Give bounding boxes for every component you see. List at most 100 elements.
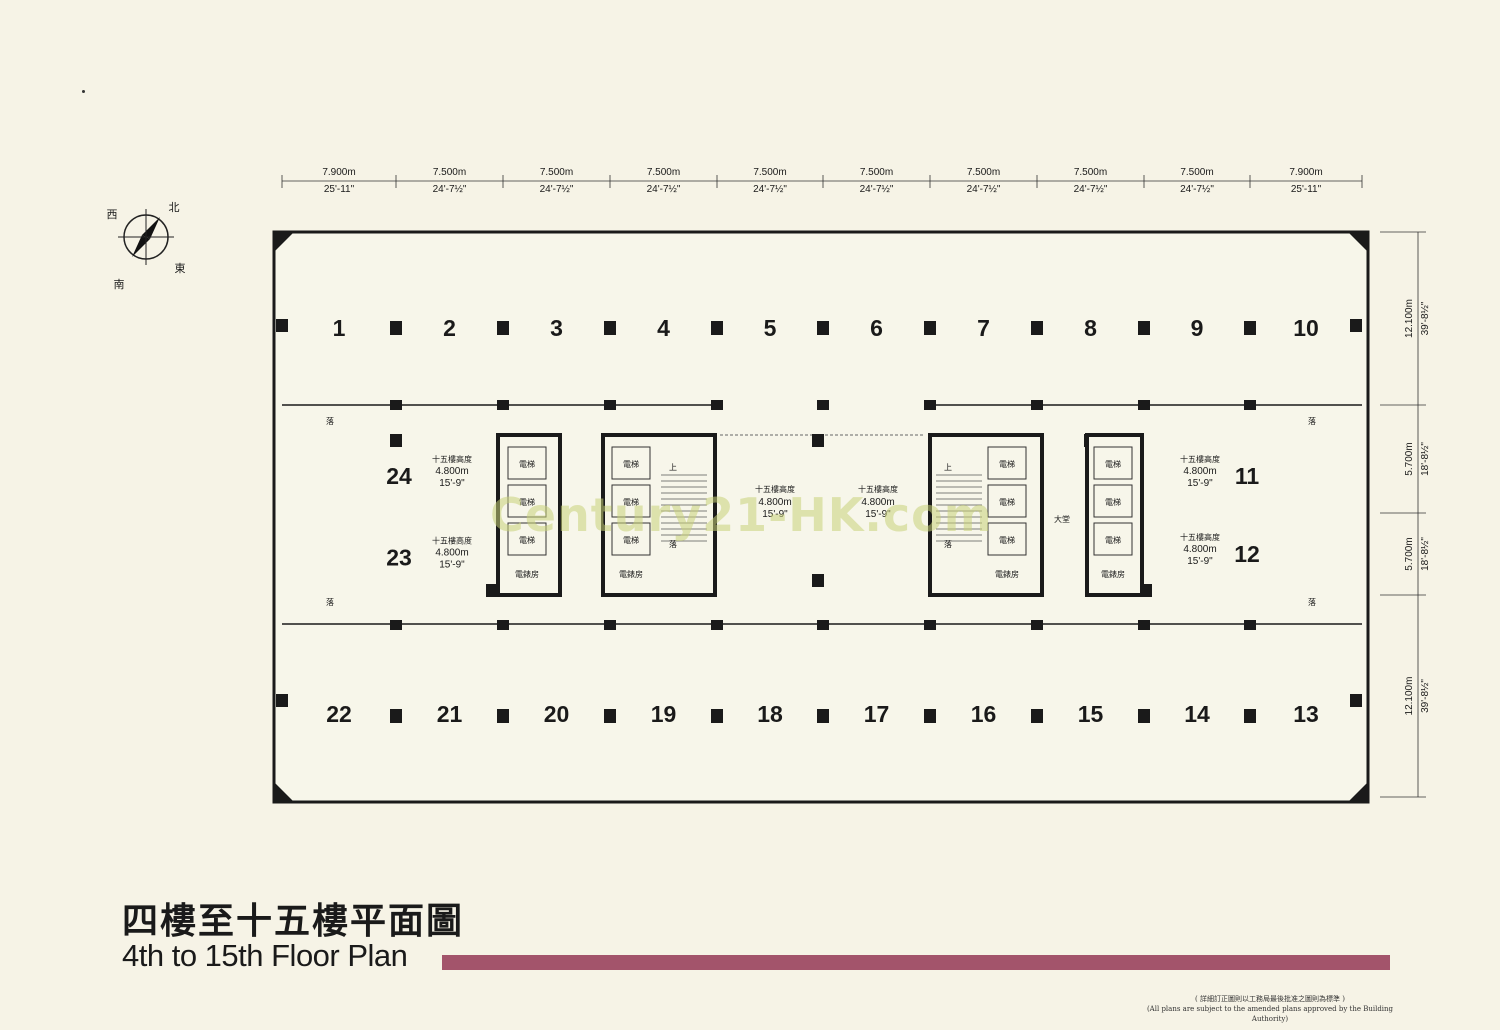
lift-core [601, 433, 717, 597]
unit-label-9: 9 [1191, 315, 1204, 341]
elec-room-label: 電錶房 [515, 569, 539, 579]
structural-column [711, 400, 723, 410]
lift-label: 電梯 [519, 497, 535, 507]
ink-dot [82, 90, 85, 93]
compass-north-label: 北 [169, 201, 180, 214]
dimension-ft: 25'-11" [1291, 184, 1322, 195]
ceiling-note-m: 4.800m [1183, 466, 1216, 477]
lift-shaft [611, 484, 651, 518]
structural-column [711, 321, 723, 335]
unit-label-8: 8 [1084, 315, 1097, 341]
structural-column [817, 620, 829, 630]
unit-label-16: 16 [971, 701, 997, 727]
ceiling-note-m: 4.800m [1183, 544, 1216, 555]
unit-label-22: 22 [326, 701, 352, 727]
unit-label-24: 24 [386, 463, 412, 489]
elec-room-label: 電錶房 [995, 569, 1019, 579]
structural-column [497, 709, 509, 723]
dimension-ft: 24'-7½" [540, 184, 574, 195]
unit-label-18: 18 [757, 701, 783, 727]
lift-label: 電梯 [623, 497, 639, 507]
dimension-ft: 18'-8½" [1420, 442, 1431, 476]
dimension-ft: 24'-7½" [967, 184, 1001, 195]
structural-column [497, 400, 509, 410]
ceiling-note-ft: 15'-9" [1187, 478, 1213, 489]
structural-column [497, 620, 509, 630]
structural-column [924, 400, 936, 410]
structural-column [604, 321, 616, 335]
unit-label-17: 17 [864, 701, 890, 727]
ceiling-note-m: 4.800m [758, 497, 791, 508]
structural-column [390, 400, 402, 410]
structural-column [604, 620, 616, 630]
lift-shaft [507, 522, 547, 556]
lift-shaft [1093, 446, 1133, 480]
compass-west-label: 西 [107, 208, 118, 221]
structural-column [276, 694, 288, 707]
structural-column [1138, 620, 1150, 630]
footnote-chinese: ( 詳細訂正圖則以工務局最後批准之圖則為標準 ) [1195, 995, 1345, 1003]
lift-shaft [987, 484, 1027, 518]
lift-shaft [987, 446, 1027, 480]
lift-shaft [611, 446, 651, 480]
ceiling-note-ft: 15'-9" [439, 478, 465, 489]
ceiling-note-cn: 十五樓高度 [432, 536, 472, 546]
structural-column [1138, 709, 1150, 723]
dimension-ft: 24'-7½" [1180, 184, 1214, 195]
lift-label: 電梯 [999, 459, 1015, 469]
dimension-ft: 24'-7½" [433, 184, 467, 195]
structural-column [390, 620, 402, 630]
structural-column [1244, 620, 1256, 630]
structural-column [1031, 709, 1043, 723]
unit-label-21: 21 [437, 701, 463, 727]
unit-label-5: 5 [764, 315, 777, 341]
dimension-m: 5.700m [1404, 442, 1415, 475]
stair-up-label: 上 [669, 463, 677, 472]
structural-column [817, 400, 829, 410]
structural-column [1138, 321, 1150, 335]
unit-label-23: 23 [386, 545, 412, 571]
corner-column [1348, 232, 1368, 252]
ceiling-note-ft: 15'-9" [865, 509, 891, 520]
lift-label: 電梯 [623, 459, 639, 469]
lift-label: 電梯 [999, 535, 1015, 545]
dimension-m: 7.500m [967, 167, 1000, 178]
footnote-english: (All plans are subject to the amended pl… [1146, 1005, 1394, 1023]
dimension-m: 7.500m [433, 167, 466, 178]
ceiling-note-cn: 十五樓高度 [432, 454, 472, 464]
lift-shaft [611, 522, 651, 556]
dimension-m: 7.900m [322, 167, 355, 178]
dimension-ft: 39'-8½" [1420, 679, 1431, 713]
lobby-label: 大堂 [1054, 514, 1070, 524]
compass-needle-north [142, 217, 160, 239]
unit-label-6: 6 [870, 315, 883, 341]
lift-label: 電梯 [1105, 459, 1121, 469]
structural-column [390, 709, 402, 723]
ceiling-note-ft: 15'-9" [1187, 556, 1213, 567]
stair-down-label: 落 [669, 539, 677, 549]
structural-column [812, 574, 824, 587]
ceiling-note-ft: 15'-9" [439, 560, 465, 571]
dimension-m: 7.900m [1289, 167, 1322, 178]
stair-up-label: 上 [944, 463, 952, 472]
dimension-m: 7.500m [860, 167, 893, 178]
stair-down-label: 落 [944, 539, 952, 549]
structural-column [924, 620, 936, 630]
ceiling-note-cn: 十五樓高度 [858, 484, 898, 494]
page-title-chinese: 四樓至十五樓平面圖 [122, 900, 465, 942]
structural-column [1350, 694, 1362, 707]
dimension-m: 7.500m [1074, 167, 1107, 178]
unit-label-19: 19 [651, 701, 677, 727]
ceiling-note-cn: 十五樓高度 [1180, 532, 1220, 542]
elec-room-label: 電錶房 [1101, 569, 1125, 579]
dimension-m: 12.100m [1404, 299, 1415, 338]
dimension-ft: 24'-7½" [1074, 184, 1108, 195]
compass-south-label: 南 [114, 278, 125, 291]
footnote: ( 詳細訂正圖則以工務局最後批准之圖則為標準 ) (All plans are … [1140, 994, 1400, 1024]
lift-core [928, 433, 1044, 597]
structural-column [276, 319, 288, 332]
lift-shaft [987, 522, 1027, 556]
unit-label-11: 11 [1235, 463, 1260, 489]
page-title-english: 4th to 15th Floor Plan [122, 938, 408, 973]
